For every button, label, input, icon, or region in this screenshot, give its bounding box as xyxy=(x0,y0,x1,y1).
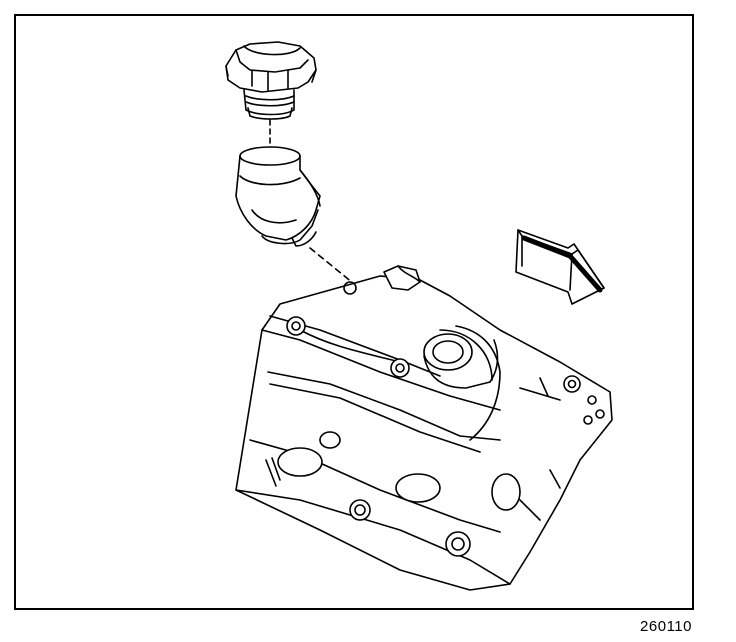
front-direction-arrow xyxy=(515,229,605,305)
cylinder-head xyxy=(235,377,605,585)
oil-fill-tube xyxy=(235,146,321,247)
oil-fill-cap xyxy=(225,41,317,120)
valve-rocker-cover xyxy=(235,265,613,591)
figure-id-label: 260110 xyxy=(640,618,692,635)
figure-frame xyxy=(14,14,694,610)
